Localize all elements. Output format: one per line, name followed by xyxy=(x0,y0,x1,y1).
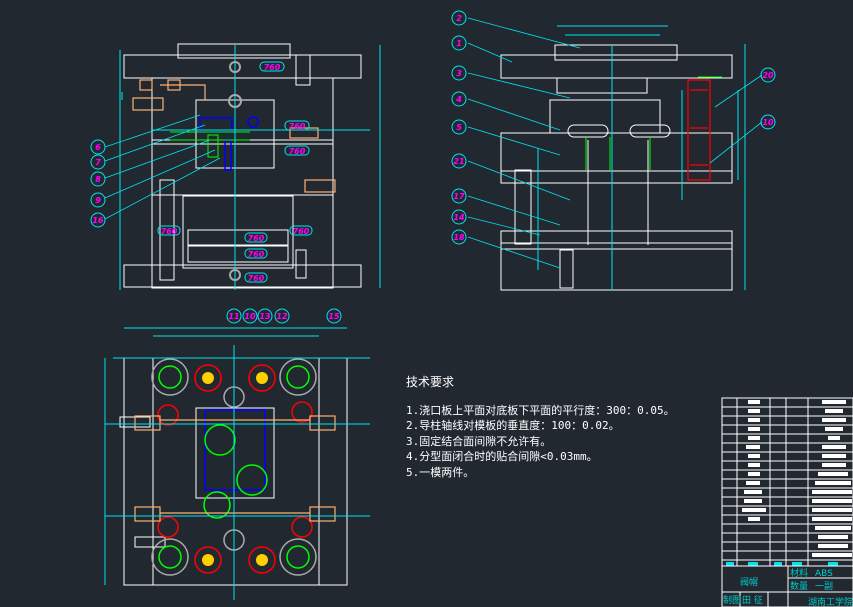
balloon-7[interactable]: 7 xyxy=(90,154,106,170)
svg-text:760: 760 xyxy=(264,63,281,72)
tech-requirement-item: 4.分型面闭合时的贴合间隙<0.03mm。 xyxy=(406,450,598,463)
tag[interactable]: 760 xyxy=(259,61,285,72)
material-label: 材料 xyxy=(790,567,808,579)
tag[interactable]: 760 xyxy=(244,248,268,259)
balloon-21[interactable]: 21 xyxy=(451,153,467,169)
side-view-dims xyxy=(537,25,746,290)
balloon-20[interactable]: 20 xyxy=(760,67,776,83)
svg-text:12: 12 xyxy=(276,312,288,321)
svg-text:760: 760 xyxy=(248,274,265,283)
tag[interactable]: 760 xyxy=(244,232,268,243)
balloon-8[interactable]: 8 xyxy=(90,171,106,187)
tech-requirement-item: 1.浇口板上平面对底板下平面的平行度：300：0.05。 xyxy=(406,403,675,417)
parts-list-header xyxy=(726,562,838,566)
plan-view-dims xyxy=(104,327,370,600)
balloon-18[interactable]: 18 xyxy=(451,229,467,245)
tag[interactable]: 760 xyxy=(157,225,181,236)
material-value: ABS xyxy=(815,569,833,579)
title-block xyxy=(721,565,853,607)
svg-text:7: 7 xyxy=(95,158,101,167)
balloon-10-plan[interactable]: 10 xyxy=(242,308,258,324)
balloon-6[interactable]: 6 xyxy=(90,139,106,155)
svg-text:760: 760 xyxy=(248,234,265,243)
svg-text:3: 3 xyxy=(456,69,462,78)
balloon-10[interactable]: 10 xyxy=(760,114,776,130)
front-view-tags: 760 760 760 760 760 760 760 760 xyxy=(157,61,313,283)
part-name: 阀帽 xyxy=(740,576,758,588)
svg-text:760: 760 xyxy=(293,227,310,236)
parts-list-cells xyxy=(742,400,852,557)
balloon-9[interactable]: 9 xyxy=(90,192,106,208)
svg-text:11: 11 xyxy=(228,312,239,321)
svg-text:2: 2 xyxy=(456,14,462,23)
balloon-17[interactable]: 17 xyxy=(451,188,467,204)
balloon-13[interactable]: 13 xyxy=(257,308,273,324)
svg-text:20: 20 xyxy=(762,71,774,80)
front-view-cooling xyxy=(132,79,336,193)
plan-view-cavity xyxy=(203,409,268,519)
svg-text:18: 18 xyxy=(453,233,465,242)
plan-view-balloons: 11 10 13 12 15 xyxy=(226,308,342,324)
school-name: 湖南工学院 xyxy=(808,596,853,607)
tech-requirement-item: 5.一模两件。 xyxy=(406,465,475,479)
balloon-11[interactable]: 11 xyxy=(226,308,242,324)
svg-text:15: 15 xyxy=(328,312,340,321)
svg-text:5: 5 xyxy=(456,123,462,132)
drawn-label: 制图 xyxy=(723,594,741,606)
tag[interactable]: 760 xyxy=(284,145,310,156)
tag[interactable]: 760 xyxy=(284,120,310,131)
quantity-value: 一副 xyxy=(815,581,833,592)
svg-text:14: 14 xyxy=(453,213,465,222)
balloon-16[interactable]: 16 xyxy=(90,212,106,228)
svg-text:10: 10 xyxy=(244,312,256,321)
balloon-1[interactable]: 1 xyxy=(451,35,467,51)
svg-text:9: 9 xyxy=(95,196,101,205)
svg-text:17: 17 xyxy=(453,192,465,201)
svg-text:1: 1 xyxy=(456,39,462,48)
svg-text:21: 21 xyxy=(453,157,464,166)
quantity-label: 数量 xyxy=(790,580,808,592)
balloon-2[interactable]: 2 xyxy=(451,10,467,26)
tag[interactable]: 760 xyxy=(289,225,313,236)
svg-text:4: 4 xyxy=(455,95,462,104)
tag[interactable]: 760 xyxy=(244,272,268,283)
balloon-5[interactable]: 5 xyxy=(451,119,467,135)
svg-text:760: 760 xyxy=(248,250,265,259)
tech-requirement-item: 2.导柱轴线对模板的垂直度：100：0.02。 xyxy=(406,419,620,432)
svg-text:760: 760 xyxy=(289,147,306,156)
svg-text:8: 8 xyxy=(95,175,101,184)
svg-text:16: 16 xyxy=(92,216,104,225)
side-view-guide-pillar xyxy=(687,79,711,181)
tech-requirements: 技术要求 1.浇口板上平面对底板下平面的平行度：300：0.05。 2.导柱轴线… xyxy=(406,375,675,480)
drawn-by: 田 征 xyxy=(742,595,763,606)
side-view xyxy=(500,44,733,291)
title-block-text: 阀帽 材料 ABS 数量 一副 制图 田 征 湖南工学院 xyxy=(723,567,853,607)
svg-text:10: 10 xyxy=(762,118,774,127)
side-view-balloons: 2 1 3 4 5 21 17 14 18 20 10 xyxy=(451,10,776,245)
balloon-4[interactable]: 4 xyxy=(451,91,467,107)
plan-view-cooling xyxy=(134,415,336,522)
tech-requirements-heading: 技术要求 xyxy=(406,375,455,389)
balloon-15[interactable]: 15 xyxy=(326,308,342,324)
balloon-14[interactable]: 14 xyxy=(451,209,467,225)
svg-text:6: 6 xyxy=(95,143,101,152)
svg-text:760: 760 xyxy=(161,227,178,236)
balloon-3[interactable]: 3 xyxy=(451,65,467,81)
front-view-balloons: 6 7 8 9 16 xyxy=(90,139,106,228)
leaders xyxy=(104,17,763,269)
front-view-circles xyxy=(228,61,242,281)
svg-text:13: 13 xyxy=(259,312,271,321)
front-view-centerlines xyxy=(119,45,381,290)
tech-requirement-item: 3.固定结合面间隙不允许有。 xyxy=(406,434,552,448)
svg-text:760: 760 xyxy=(289,122,306,131)
balloon-12[interactable]: 12 xyxy=(274,308,290,324)
front-view xyxy=(123,43,362,289)
side-view-ejector xyxy=(585,76,722,170)
